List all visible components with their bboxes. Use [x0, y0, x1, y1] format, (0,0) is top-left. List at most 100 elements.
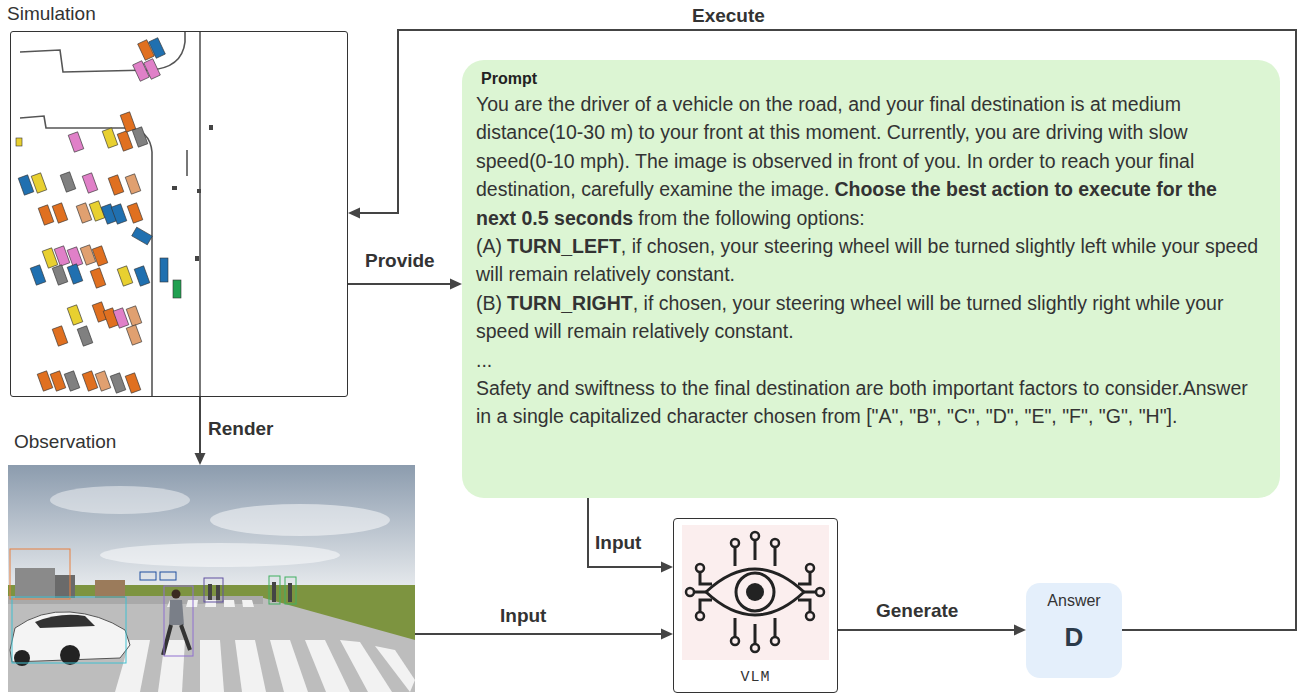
- prompt-paragraph: ...: [476, 346, 1260, 374]
- prompt-paragraph: (A)TURN_LEFT, if chosen, your steering w…: [476, 232, 1260, 289]
- circle-shape: [736, 573, 774, 611]
- rect-shape: [132, 127, 148, 147]
- rect-shape: [38, 205, 54, 225]
- circle-shape: [686, 588, 694, 596]
- model-box: VLM: [673, 518, 838, 693]
- arrow-head: [661, 629, 673, 640]
- circle-shape: [816, 588, 824, 596]
- rect-shape: [195, 256, 199, 261]
- rect-shape: [209, 125, 213, 130]
- polygon-shape: [224, 600, 235, 607]
- flow-arrow: [588, 498, 673, 573]
- connector-line: [415, 633, 664, 635]
- rect-shape: [18, 175, 34, 195]
- prompt-paragraph: Safety and swiftness to the final destin…: [476, 374, 1260, 431]
- flow-arrow: [838, 625, 1026, 636]
- polygon-shape: [8, 597, 415, 692]
- rect-shape: [173, 280, 181, 298]
- rect-shape: [197, 189, 201, 193]
- prompt-keyword: TURN_LEFT: [507, 235, 621, 257]
- prompt-keyword: TURN_RIGHT: [507, 292, 633, 314]
- rect-shape: [8, 585, 415, 692]
- answer-value: D: [1065, 622, 1084, 653]
- polygon-shape: [270, 640, 308, 692]
- circle-shape: [60, 645, 80, 665]
- rect-shape: [68, 132, 84, 152]
- prompt-text: Safety and swiftness to the final destin…: [476, 377, 1248, 427]
- rect-shape: [67, 264, 83, 284]
- prompt-heading: Prompt: [481, 68, 1260, 90]
- rect-shape: [10, 549, 70, 599]
- rect-shape: [113, 308, 129, 328]
- panel-heading: Simulation: [7, 3, 96, 25]
- rect-shape: [208, 584, 212, 600]
- prompt-paragraph: You are the driver of a vehicle on the r…: [476, 90, 1260, 232]
- circle-shape: [731, 637, 739, 645]
- rect-shape: [160, 572, 176, 580]
- g-shape: [694, 540, 816, 644]
- rect-shape: [16, 138, 22, 146]
- circle-shape: [746, 583, 764, 601]
- arrow-head: [348, 208, 360, 219]
- edge-label: Provide: [363, 250, 437, 272]
- rect-shape: [30, 265, 46, 285]
- prompt-text: ...: [476, 349, 492, 371]
- flow-arrow: [415, 629, 673, 640]
- prompt-paragraph: (B)TURN_RIGHT, if chosen, your steering …: [476, 289, 1260, 346]
- prompt-text: (A): [476, 235, 502, 257]
- rect-shape: [15, 568, 55, 598]
- polygon-shape: [200, 640, 224, 692]
- polygon-shape: [375, 646, 415, 692]
- prompt-text: from the following options:: [638, 207, 865, 229]
- circle-shape: [751, 532, 759, 540]
- edge-label: Input: [498, 605, 548, 627]
- rect-shape: [55, 575, 75, 598]
- rect-shape: [134, 266, 150, 286]
- observation-panel: Observation: [8, 465, 415, 692]
- circle-shape: [771, 637, 779, 645]
- circle-shape: [806, 612, 814, 620]
- rect-shape: [682, 525, 829, 660]
- rect-shape: [126, 306, 142, 326]
- edge-label: Input: [593, 532, 643, 554]
- path-shape: [20, 116, 152, 397]
- path-shape: [735, 618, 775, 644]
- g-shape: [16, 38, 181, 393]
- render-illustration: [8, 465, 415, 692]
- rect-shape: [95, 371, 111, 391]
- ellipse-shape: [100, 543, 340, 567]
- rect-shape: [132, 227, 153, 245]
- path-shape: [199, 31, 201, 397]
- polygon-shape: [235, 640, 266, 692]
- prompt-text: (B): [476, 292, 502, 314]
- rect-shape: [126, 325, 142, 345]
- flow-arrow: [348, 279, 462, 290]
- path-shape: [20, 31, 185, 72]
- g-shape: [10, 549, 296, 663]
- rect-shape: [120, 112, 136, 132]
- rect-shape: [82, 173, 98, 193]
- rect-shape: [52, 203, 68, 223]
- g-shape: [208, 582, 292, 602]
- arrow-head: [450, 279, 462, 290]
- rect-shape: [64, 371, 80, 391]
- rect-shape: [125, 174, 141, 194]
- rect-shape: [102, 128, 118, 148]
- circle-shape: [696, 564, 704, 572]
- rect-shape: [80, 245, 96, 265]
- circle-shape: [806, 564, 814, 572]
- rect-shape: [108, 175, 124, 195]
- g-shape: [686, 532, 824, 652]
- arrow-head: [661, 562, 673, 573]
- rect-shape: [31, 173, 47, 193]
- rect-shape: [67, 305, 83, 325]
- rect-shape: [77, 326, 93, 346]
- map-illustration: [10, 31, 348, 397]
- circle-shape: [751, 644, 759, 652]
- rect-shape: [140, 572, 156, 580]
- polygon-shape: [158, 640, 185, 692]
- rect-shape: [54, 246, 70, 266]
- connector-line: [588, 498, 664, 567]
- path-shape: [163, 625, 190, 655]
- path-shape: [186, 150, 188, 176]
